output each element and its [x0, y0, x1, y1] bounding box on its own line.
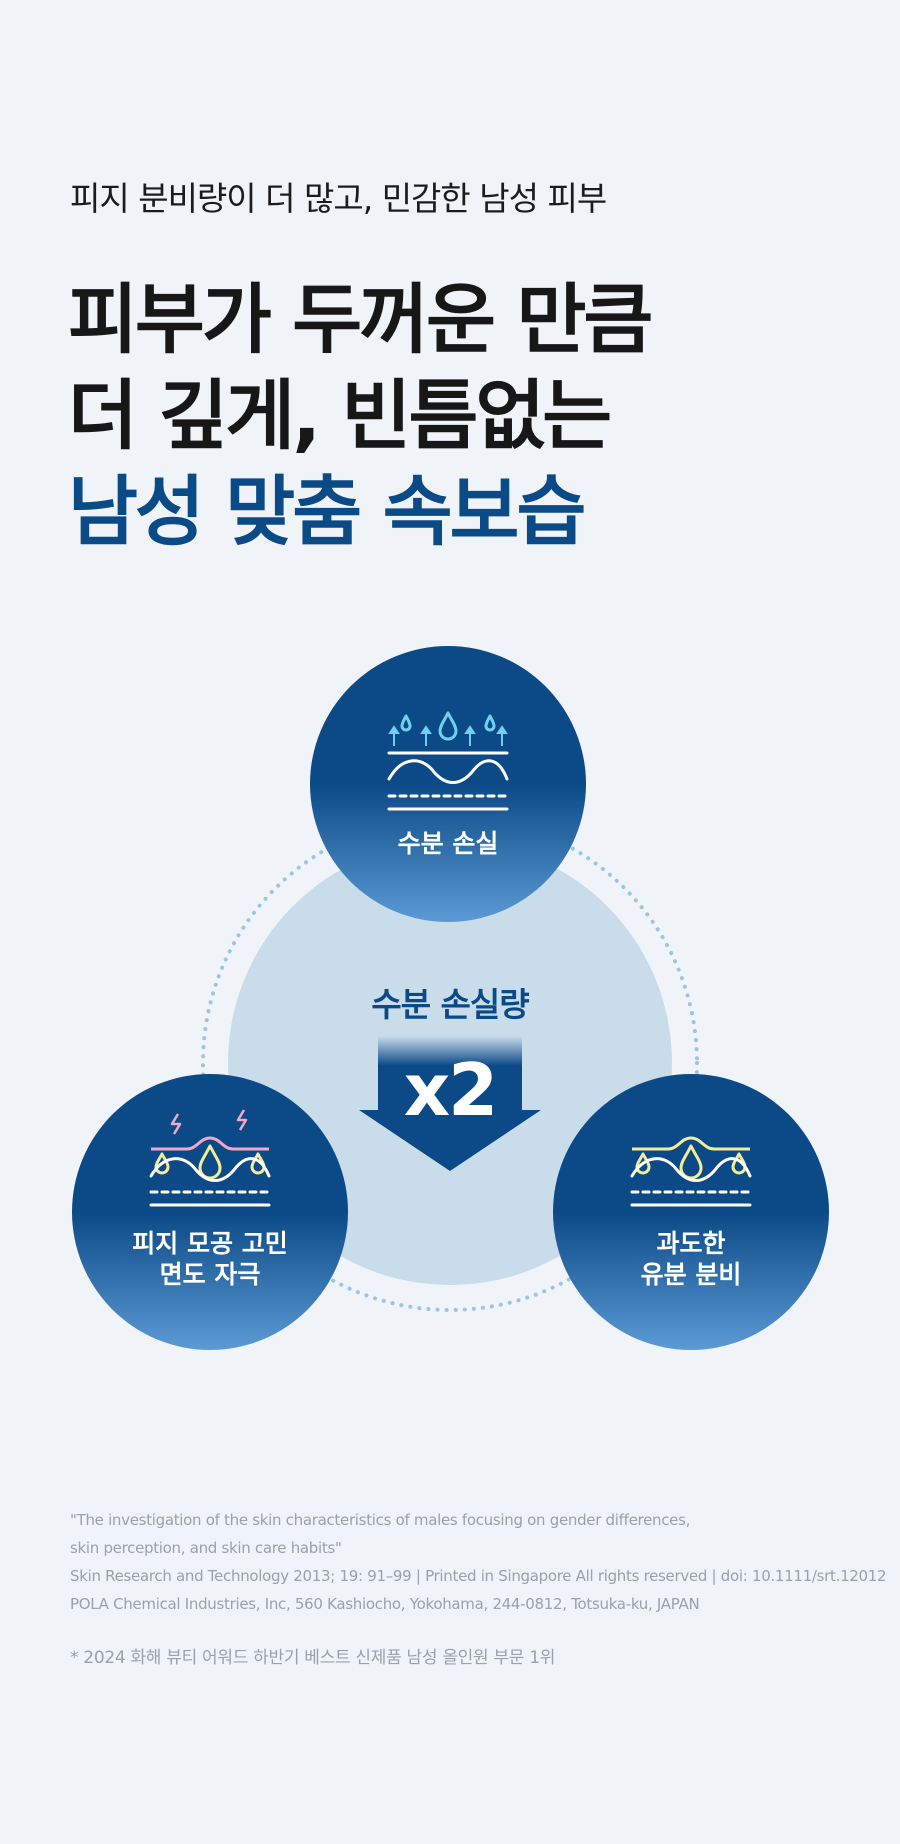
center-value: x2 [403, 1048, 499, 1132]
reference-line-3: Skin Research and Technology 2013; 19: 9… [70, 1567, 887, 1585]
reference-line-4: POLA Chemical Industries, Inc, 560 Kashi… [70, 1595, 700, 1613]
headline-line-3: 남성 맞춤 속보습 [68, 467, 586, 556]
moisture-loss-icon [387, 711, 509, 811]
oily-skin-icon [630, 1136, 752, 1207]
circle-moisture-loss: 수분 손실 [310, 646, 586, 922]
irritated-skin-icon [149, 1109, 271, 1207]
headline-line-1: 피부가 두꺼운 만큼 [68, 275, 653, 364]
label-moisture-loss: 수분 손실 [397, 829, 499, 858]
headline-line-2: 더 깊게, 빈틈없는 [68, 371, 612, 460]
footnote: * 2024 화해 뷰티 어워드 하반기 베스트 신제품 남성 올인원 부문 1… [70, 1648, 556, 1668]
references: "The investigation of the skin character… [70, 1506, 887, 1618]
label-irritation-line-1: 피지 모공 고민 [132, 1229, 288, 1258]
label-irritation-line-2: 면도 자극 [159, 1260, 261, 1289]
subtitle: 피지 분비량이 더 많고, 민감한 남성 피부 [70, 179, 607, 218]
circle-irritation: 피지 모공 고민 면도 자극 [72, 1074, 348, 1350]
headline: 피부가 두꺼운 만큼 더 깊게, 빈틈없는 남성 맞춤 속보습 [68, 272, 653, 560]
label-oily: 과도한 유분 분비 [553, 1228, 829, 1290]
label-oily-line-2: 유분 분비 [640, 1260, 742, 1289]
center-title: 수분 손실량 [371, 985, 529, 1024]
reference-line-2: skin perception, and skin care habits" [70, 1539, 342, 1557]
reference-line-1: "The investigation of the skin character… [70, 1511, 691, 1529]
label-irritation: 피지 모공 고민 면도 자극 [72, 1228, 348, 1290]
label-oily-line-1: 과도한 [656, 1229, 726, 1258]
arrow-down-icon [359, 1036, 541, 1171]
circle-oily: 과도한 유분 분비 [553, 1074, 829, 1350]
skin-concern-diagram: 수분 손실 피지 모공 고민 면도 자극 [0, 600, 900, 1360]
